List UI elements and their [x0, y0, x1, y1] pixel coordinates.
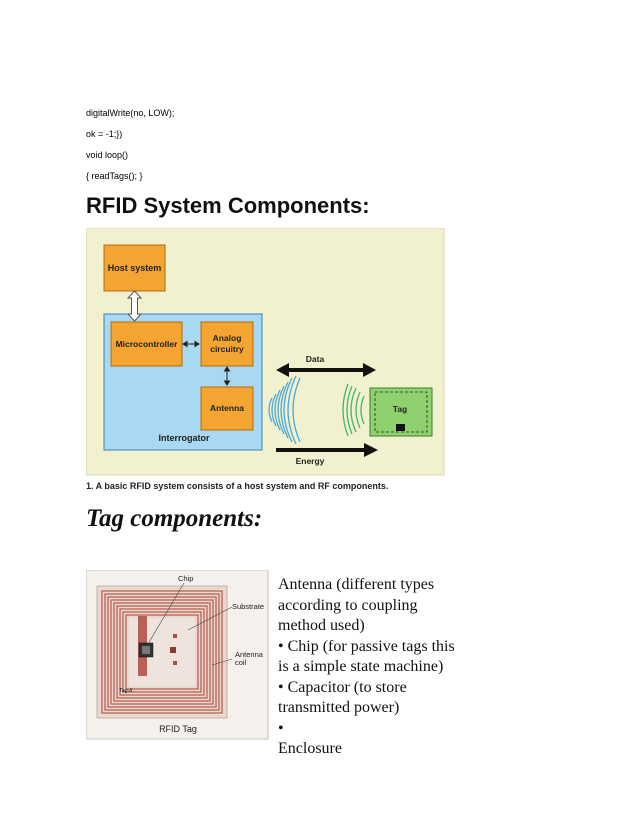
tag-label: Tag — [393, 404, 407, 414]
tag-antenna-dashed — [374, 391, 428, 433]
data-label: Data — [306, 354, 325, 364]
tag-components-line: transmitted power) — [278, 699, 400, 716]
interrogator-label: Interrogator — [158, 433, 210, 443]
tag-components-line: Enclosure — [278, 740, 342, 757]
tag-components-line: • Capacitor (to store — [278, 678, 407, 696]
host-system-block — [103, 244, 166, 292]
code-line-3: void loop() — [86, 150, 129, 160]
tag-components-line: method used) — [278, 617, 365, 634]
tag-components-line: is a simple state machine) — [278, 658, 444, 675]
analog-label-line2: circuitry — [210, 344, 244, 354]
analog-circuitry-block — [200, 321, 254, 367]
antenna-coil — [101, 590, 223, 714]
code-line-1: digitalWrite(no, LOW); — [86, 108, 175, 118]
antenna-block — [200, 386, 254, 431]
microcontroller-label: Microcontroller — [116, 339, 179, 349]
tag-waves — [342, 383, 365, 437]
code-line-2: ok = -1;}) — [86, 129, 123, 139]
chip-callout: Chip — [178, 574, 193, 583]
rfid-system-diagram: Host system Microcontroller Analog circu… — [86, 228, 445, 491]
antenna-coil-callout-line2: coil — [235, 658, 247, 667]
tag-it-mark: Tag-it — [119, 688, 133, 694]
tag-components-list: Antenna (different types according to co… — [278, 575, 455, 760]
substrate-callout: Substrate — [232, 602, 264, 611]
tag-components-line: according to coupling — [278, 596, 418, 614]
energy-arrow — [276, 443, 378, 457]
rfid-tag-image: Chip Substrate Antenna coil Tag-it RFID … — [86, 570, 269, 740]
tag-components-line: • — [278, 719, 284, 737]
code-line-4: { readTags(); } — [86, 171, 143, 181]
diagram-caption: 1. A basic RFID system consists of a hos… — [86, 481, 388, 491]
heading-tag-components: Tag components: — [86, 505, 263, 532]
analog-label-line1: Analog — [213, 333, 242, 343]
energy-label: Energy — [296, 456, 325, 466]
data-arrow — [276, 363, 376, 377]
host-link-arrow — [126, 290, 143, 322]
antenna-label: Antenna — [210, 403, 244, 413]
analog-antenna-arrow — [223, 366, 231, 386]
tag-chip — [396, 424, 405, 431]
tag-components-line: • Chip (for passive tags this — [278, 637, 455, 655]
antenna-coil-callout-line1: Antenna — [235, 650, 264, 659]
rfid-tag-caption: RFID Tag — [159, 724, 197, 734]
heading-system-components: RFID System Components: — [86, 193, 370, 218]
micro-analog-arrow — [182, 340, 200, 348]
interrogator-waves — [268, 375, 301, 445]
host-system-label: Host system — [108, 263, 162, 273]
tag-components-line: Antenna (different types — [278, 576, 435, 593]
microcontroller-block — [110, 321, 183, 367]
